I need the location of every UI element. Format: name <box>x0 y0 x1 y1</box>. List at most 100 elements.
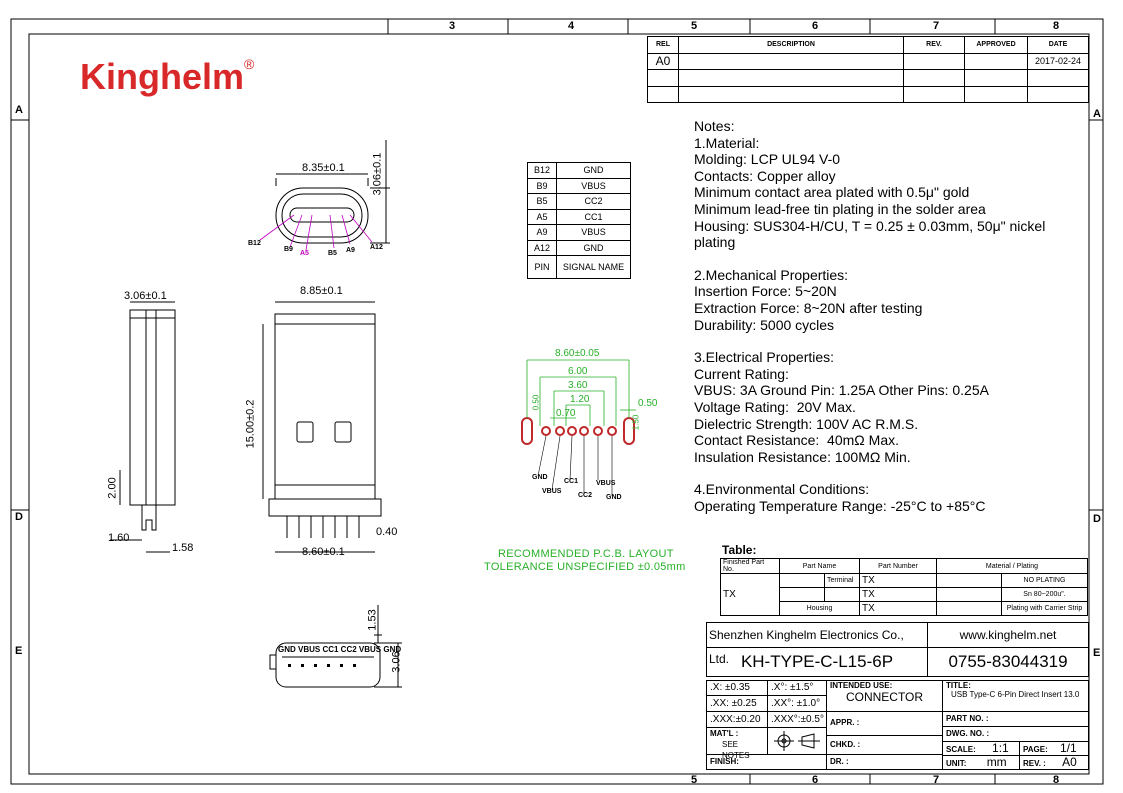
pin-id: PIN <box>527 255 557 279</box>
zone-right-e: E <box>1093 647 1101 659</box>
notes-line: 4.Environmental Conditions: <box>694 481 870 498</box>
pcb-caption-1: RECOMMENDED P.C.B. LAYOUT <box>498 548 674 560</box>
top-view-drawing <box>262 301 382 553</box>
rev-header-approved: APPROVED <box>964 36 1028 54</box>
top-tab-dim: 0.40 <box>376 526 398 538</box>
bom-cell: Sn 80~200u". <box>1001 587 1088 602</box>
side-dim-2: 2.00 <box>106 477 119 499</box>
notes-line: Minimum lead-free tin plating in the sol… <box>694 200 986 217</box>
notes-line: Current Rating: <box>694 365 789 382</box>
zone-left-d: D <box>15 511 23 523</box>
notes-line: 3.Electrical Properties: <box>694 349 835 366</box>
title-part-no: KH-TYPE-C-L15-6P <box>706 647 928 677</box>
kinghelm-logo: Kinghelm® <box>80 56 255 97</box>
pcb-pin-label: CC1 <box>564 478 579 485</box>
pcb-layout-drawing <box>521 359 636 496</box>
dr-label: DR. : <box>826 754 943 770</box>
material-cell: MAT'L : SEE NOTES <box>706 727 768 760</box>
bottom-pin-text: GND VBUS CC1 CC2 VBUS GND <box>278 645 402 654</box>
zone-top-3: 3 <box>449 20 456 32</box>
tol-xx: .XX: ±0.25 <box>706 695 768 712</box>
projection-icon <box>774 731 820 751</box>
front-width-dim: 8.35±0.1 <box>302 162 345 174</box>
zone-right-d: D <box>1093 513 1101 525</box>
chkd-label: CHKD. : <box>826 735 943 755</box>
rev-cell: A0 <box>647 52 679 70</box>
rev-header-date: DATE <box>1027 36 1089 54</box>
front-pin-label: B12 <box>248 240 261 247</box>
pcb-pin-label: CC2 <box>578 492 593 499</box>
unit-label: UNIT: <box>946 759 967 768</box>
bom-cell <box>824 587 860 602</box>
rev-cell <box>903 52 965 70</box>
notes-line: Contacts: Copper alloy <box>694 167 836 184</box>
page-cell: PAGE: 1/1 <box>1019 741 1089 756</box>
pin-signal: SIGNAL NAME <box>556 255 631 279</box>
pin-signal: VBUS <box>556 177 631 194</box>
tol-xxx: .XXX:±0.20 <box>706 711 768 728</box>
bom-finished-part: TX <box>720 573 780 616</box>
rev-cell <box>903 85 965 103</box>
bom-cell: Housing <box>779 601 860 616</box>
partno-label: PART NO. : <box>942 711 1089 727</box>
notes-line: Insulation Resistance: 100MΩ Min. <box>694 448 911 465</box>
side-view-drawing <box>110 301 176 553</box>
side-width-dim: 3.06±0.1 <box>124 290 167 302</box>
notes-line <box>694 333 1084 349</box>
zone-top-6: 6 <box>812 20 819 32</box>
title-label: TITLE: <box>946 681 971 690</box>
front-pin-label: A9 <box>346 247 355 254</box>
rev-cell <box>1027 69 1089 87</box>
title-company: Shenzhen Kinghelm Electronics Co., Ltd. <box>706 622 928 666</box>
title-cell: TITLE: USB Type-C 6-Pin Direct Insert 13… <box>942 680 1089 712</box>
rev-value: A0 <box>1062 755 1077 769</box>
bom-header: Part Name <box>779 558 860 574</box>
notes-line: Dielectric Strength: 100V AC R.M.S. <box>694 415 919 432</box>
page-label: PAGE: <box>1023 745 1048 754</box>
revision-table: REL DESCRIPTION REV. APPROVED DATE A0 20… <box>647 36 1089 103</box>
rev-cell <box>678 52 904 70</box>
bom-header: Finished Part No. <box>720 558 780 574</box>
rev-cell <box>678 69 904 87</box>
rev-cell <box>647 85 679 103</box>
rev-header-rev: REV. <box>903 36 965 54</box>
intended-value: CONNECTOR <box>845 690 924 704</box>
rev-cell <box>964 85 1028 103</box>
page-value: 1/1 <box>1059 741 1077 755</box>
zone-left-e: E <box>15 645 23 657</box>
notes-line: Extraction Force: 8~20N after testing <box>694 299 923 316</box>
top-length-dim: 15.00±0.2 <box>244 399 257 449</box>
pin-signal: CC1 <box>556 208 631 225</box>
pcb-pin-label: GND <box>606 494 622 501</box>
zone-left-a: A <box>15 104 23 116</box>
zone-right-a: A <box>1093 108 1101 120</box>
appr-label: APPR. : <box>826 711 943 736</box>
pin-id: A5 <box>527 208 557 225</box>
bottom-dim-153: 1.53 <box>366 609 379 631</box>
scale-label: SCALE: <box>946 745 976 754</box>
zone-top-7: 7 <box>933 20 940 32</box>
rev-cell <box>1027 85 1089 103</box>
rev-cell <box>678 85 904 103</box>
bom-cell: Terminal <box>824 573 860 588</box>
tol-x: .X: ±0.35 <box>706 680 768 696</box>
notes-line: Molding: LCP UL94 V-0 <box>694 151 841 168</box>
bom-cell <box>936 601 1002 616</box>
bom-table: Finished Part No. Part Name Part Number … <box>720 558 1088 616</box>
rev-cell <box>647 69 679 87</box>
rev-header-rel: REL <box>647 36 679 54</box>
projection-symbol-cell <box>767 727 827 755</box>
tol-xxa: .XX°: ±1.0° <box>767 695 827 712</box>
front-height-dim: 3.06±0.1 <box>371 152 384 196</box>
notes-line: Minimum contact area plated with 0.5μ" g… <box>694 184 970 201</box>
notes-line: VBUS: 3A Ground Pin: 1.25A Other Pins: 0… <box>694 382 989 399</box>
bom-cell: TX <box>859 601 937 616</box>
pin-signal: CC2 <box>556 193 631 210</box>
bom-title: Table: <box>722 543 757 557</box>
pcb-pin-label: VBUS <box>542 488 562 495</box>
zone-top-5: 5 <box>691 20 698 32</box>
bom-cell <box>936 587 1002 602</box>
notes-line: 1.Material: <box>694 134 760 151</box>
